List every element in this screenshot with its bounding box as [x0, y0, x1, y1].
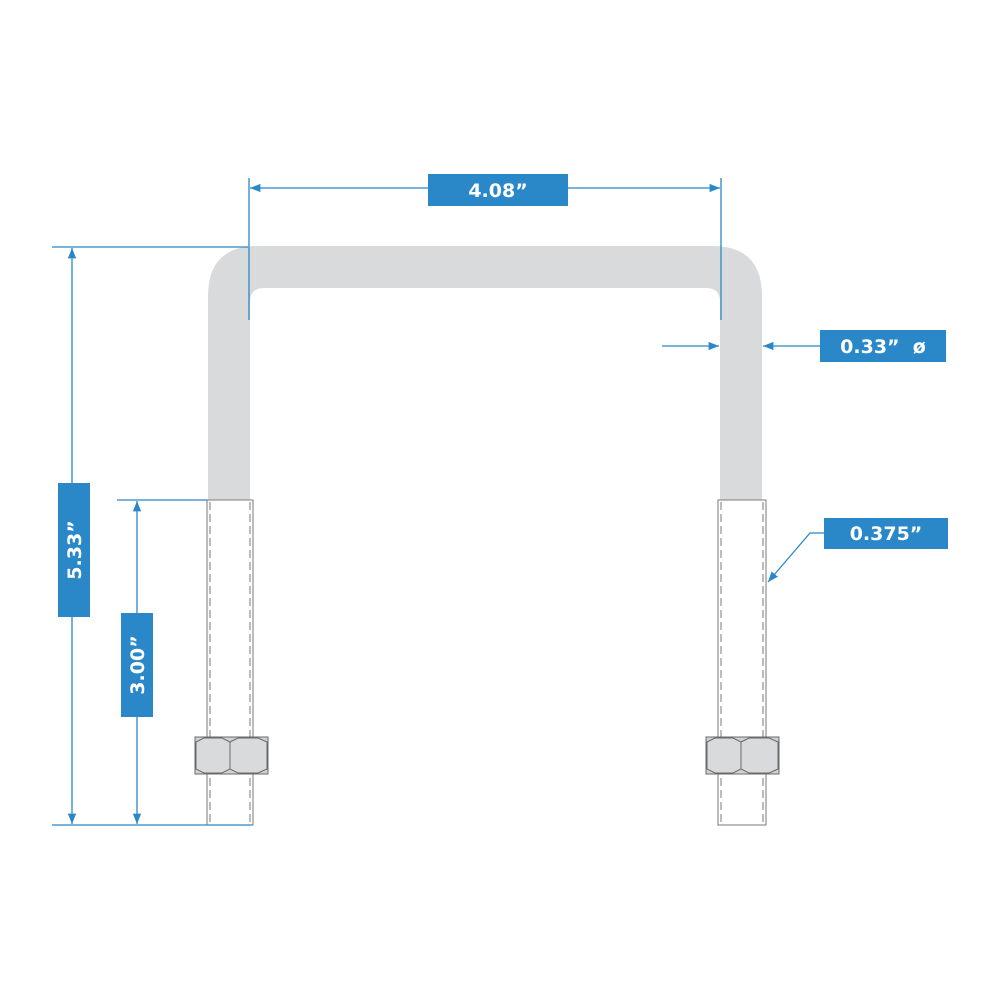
- right-hex-nut: [705, 736, 780, 775]
- left-hex-nut: [194, 736, 269, 775]
- thread-diameter-label-text: 0.375”: [850, 523, 923, 545]
- thread-length-label: 3.00”: [121, 613, 153, 717]
- rod-diameter-label: 0.33” ø: [820, 330, 946, 362]
- u-bolt-body: [208, 246, 762, 500]
- thread-diameter-label: 0.375”: [824, 518, 948, 549]
- overall-height-label-text: 5.33”: [64, 520, 86, 579]
- left-threaded-leg: [206, 499, 254, 826]
- width-label: 4.08”: [428, 174, 568, 206]
- rod-diameter-label-text: 0.33” ø: [840, 336, 926, 358]
- thread-leader-line: [767, 532, 824, 583]
- overall-height-label: 5.33”: [58, 483, 90, 617]
- width-label-text: 4.08”: [468, 180, 527, 202]
- right-threaded-leg: [717, 499, 767, 826]
- thread-length-label-text: 3.00”: [127, 635, 149, 694]
